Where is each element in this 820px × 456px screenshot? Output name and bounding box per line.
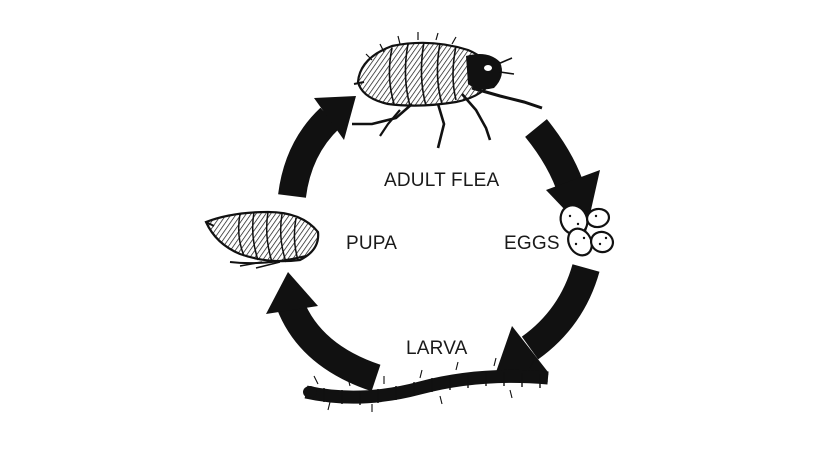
stage-label-pupa: PUPA (346, 233, 398, 254)
stage-label-adult-flea: ADULT FLEA (384, 170, 500, 191)
arrow-eggs-to-larva (496, 263, 600, 372)
stage-label-larva: LARVA (406, 338, 468, 359)
stage-label-eggs: EGGS (504, 233, 560, 254)
arrow-larva-to-pupa (266, 272, 381, 392)
arrow-pupa-to-adult (278, 96, 356, 199)
flea-larva-drawing (303, 357, 549, 412)
adult-flea-drawing (352, 32, 543, 149)
flea-pupa-drawing (204, 210, 320, 269)
flea-eggs-drawing (559, 204, 615, 257)
